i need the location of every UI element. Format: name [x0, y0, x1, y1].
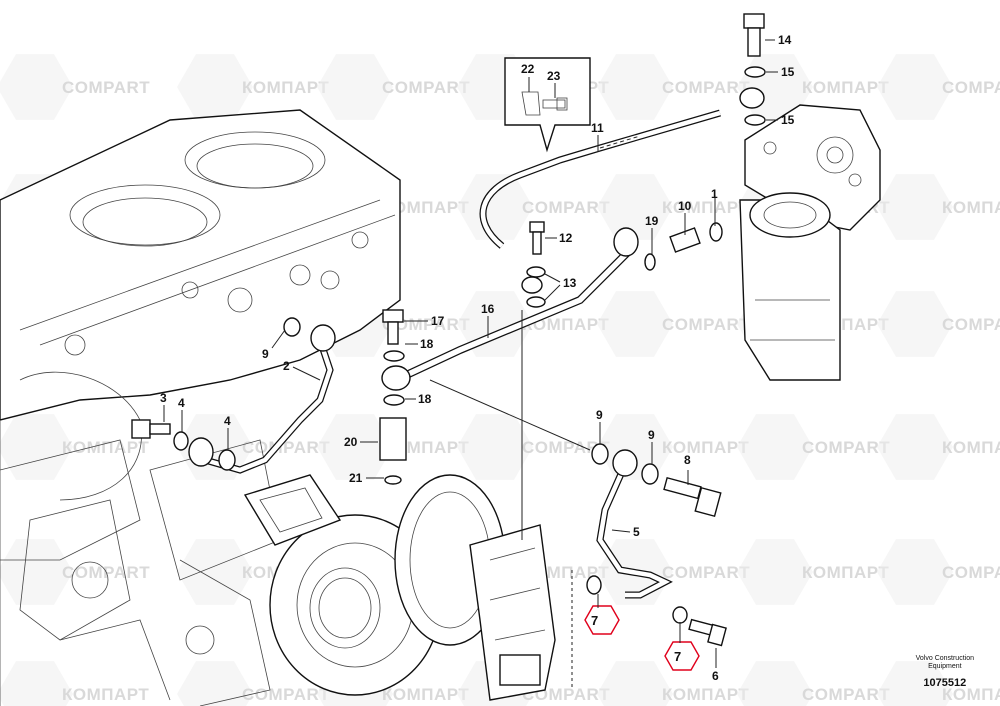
- callout-9b: 9: [596, 408, 603, 422]
- svg-text:КОМПАРТ: КОМПАРТ: [382, 198, 469, 217]
- watermark-logo: COMPART: [0, 54, 150, 120]
- hoses: [204, 109, 721, 599]
- callout-2: 2: [283, 359, 290, 373]
- svg-text:COMPART: COMPART: [662, 563, 750, 582]
- watermark-logo: COMPART: [457, 174, 610, 240]
- oil-housing: [739, 104, 881, 381]
- svg-text:КОМПАРТ: КОМПАРТ: [62, 438, 149, 457]
- callout-16: 16: [481, 302, 495, 316]
- svg-text:КОМПАРТ: КОМПАРТ: [802, 78, 889, 97]
- callout-18b: 18: [418, 392, 432, 406]
- callout-14: 14: [778, 33, 792, 47]
- svg-text:COMPART: COMPART: [942, 78, 1000, 97]
- svg-text:COMPART: COMPART: [802, 438, 890, 457]
- watermark-logo: КОМПАРТ: [877, 661, 1000, 706]
- watermark-logo: COMPART: [457, 414, 610, 480]
- callout-3: 3: [160, 391, 167, 405]
- callout-19: 19: [645, 214, 659, 228]
- callout-9c: 9: [648, 428, 655, 442]
- watermark-logo: КОМПАРТ: [0, 661, 149, 706]
- svg-text:КОМПАРТ: КОМПАРТ: [942, 438, 1000, 457]
- callout-23: 23: [547, 69, 561, 83]
- turbocharger: [243, 474, 556, 701]
- svg-text:КОМПАРТ: КОМПАРТ: [802, 563, 889, 582]
- callout-labels: 1 2 3 4 4 5 6 7 7 8 9 9 9 19 10 11: [160, 33, 795, 683]
- brand-line-1: Volvo Construction: [915, 655, 974, 662]
- watermark-logo: КОМПАРТ: [0, 414, 149, 480]
- callout-15b: 15: [781, 113, 795, 127]
- callout-13: 13: [563, 276, 577, 290]
- watermark-logo: COMPART: [597, 291, 750, 357]
- svg-text:КОМПАРТ: КОМПАРТ: [662, 438, 749, 457]
- watermark-logo: COMPART: [737, 414, 890, 480]
- svg-text:КОМПАРТ: КОМПАРТ: [62, 685, 149, 704]
- svg-text:COMPART: COMPART: [522, 198, 610, 217]
- callout-1: 1: [711, 187, 718, 201]
- watermark-logo: COMPART: [877, 291, 1000, 357]
- callout-21: 21: [349, 471, 363, 485]
- callout-15a: 15: [781, 65, 795, 79]
- svg-text:COMPART: COMPART: [662, 78, 750, 97]
- callout-4a: 4: [178, 396, 185, 410]
- diagram-number: 1075512: [923, 677, 967, 689]
- callout-7a: 7: [591, 613, 598, 628]
- callout-7b-highlight: [664, 641, 700, 671]
- watermark-logo: COMPART: [877, 54, 1000, 120]
- callout-22: 22: [521, 62, 535, 76]
- watermark-logo: COMPART: [0, 539, 150, 605]
- brand-line-2: Equipment: [928, 663, 962, 670]
- svg-text:КОМПАРТ: КОМПАРТ: [522, 315, 609, 334]
- svg-text:COMPART: COMPART: [242, 685, 330, 704]
- watermark-logo: COMPART: [877, 539, 1000, 605]
- svg-text:КОМПАРТ: КОМПАРТ: [662, 198, 749, 217]
- callout-7a-highlight: [584, 605, 620, 635]
- watermark-logo: COMPART: [597, 54, 750, 120]
- callout-5: 5: [633, 525, 640, 539]
- svg-text:COMPART: COMPART: [802, 685, 890, 704]
- watermark-logo: COMPART: [177, 661, 330, 706]
- callout-12: 12: [559, 231, 573, 245]
- svg-text:COMPART: COMPART: [62, 78, 150, 97]
- callout-10: 10: [678, 199, 692, 213]
- svg-text:COMPART: COMPART: [242, 438, 330, 457]
- svg-text:COMPART: COMPART: [382, 78, 470, 97]
- callout-8: 8: [684, 453, 691, 467]
- callout-9a: 9: [262, 347, 269, 361]
- callout-4b: 4: [224, 414, 231, 428]
- watermark-logo: КОМПАРТ: [597, 661, 749, 706]
- diagram-footer: Volvo Construction Equipment 1075512: [916, 655, 974, 689]
- callout-17: 17: [431, 314, 445, 328]
- svg-text:КОМПАРТ: КОМПАРТ: [942, 198, 1000, 217]
- watermark-logo: COMPART: [317, 54, 470, 120]
- callout-20: 20: [344, 435, 358, 449]
- watermark-logo: КОМПАРТ: [877, 174, 1000, 240]
- svg-text:COMPART: COMPART: [942, 563, 1000, 582]
- watermark-logo: COMPART: [737, 661, 890, 706]
- svg-text:КОМПАРТ: КОМПАРТ: [242, 78, 329, 97]
- callout-6: 6: [712, 669, 719, 683]
- watermark-logo: КОМПАРТ: [737, 539, 889, 605]
- svg-text:КОМПАРТ: КОМПАРТ: [382, 685, 469, 704]
- svg-text:COMPART: COMPART: [522, 438, 610, 457]
- callout-11: 11: [591, 121, 604, 135]
- callout-7b: 7: [674, 649, 681, 664]
- svg-text:COMPART: COMPART: [382, 315, 470, 334]
- watermark-logo: КОМПАРТ: [877, 414, 1000, 480]
- watermark-logo: КОМПАРТ: [177, 54, 329, 120]
- svg-text:COMPART: COMPART: [62, 563, 150, 582]
- svg-text:КОМПАРТ: КОМПАРТ: [942, 685, 1000, 704]
- watermark-logo: КОМПАРТ: [597, 174, 749, 240]
- callout-18a: 18: [420, 337, 434, 351]
- svg-text:КОМПАРТ: КОМПАРТ: [662, 685, 749, 704]
- fittings: [131, 13, 766, 690]
- svg-text:COMPART: COMPART: [662, 315, 750, 334]
- svg-text:COMPART: COMPART: [942, 315, 1000, 334]
